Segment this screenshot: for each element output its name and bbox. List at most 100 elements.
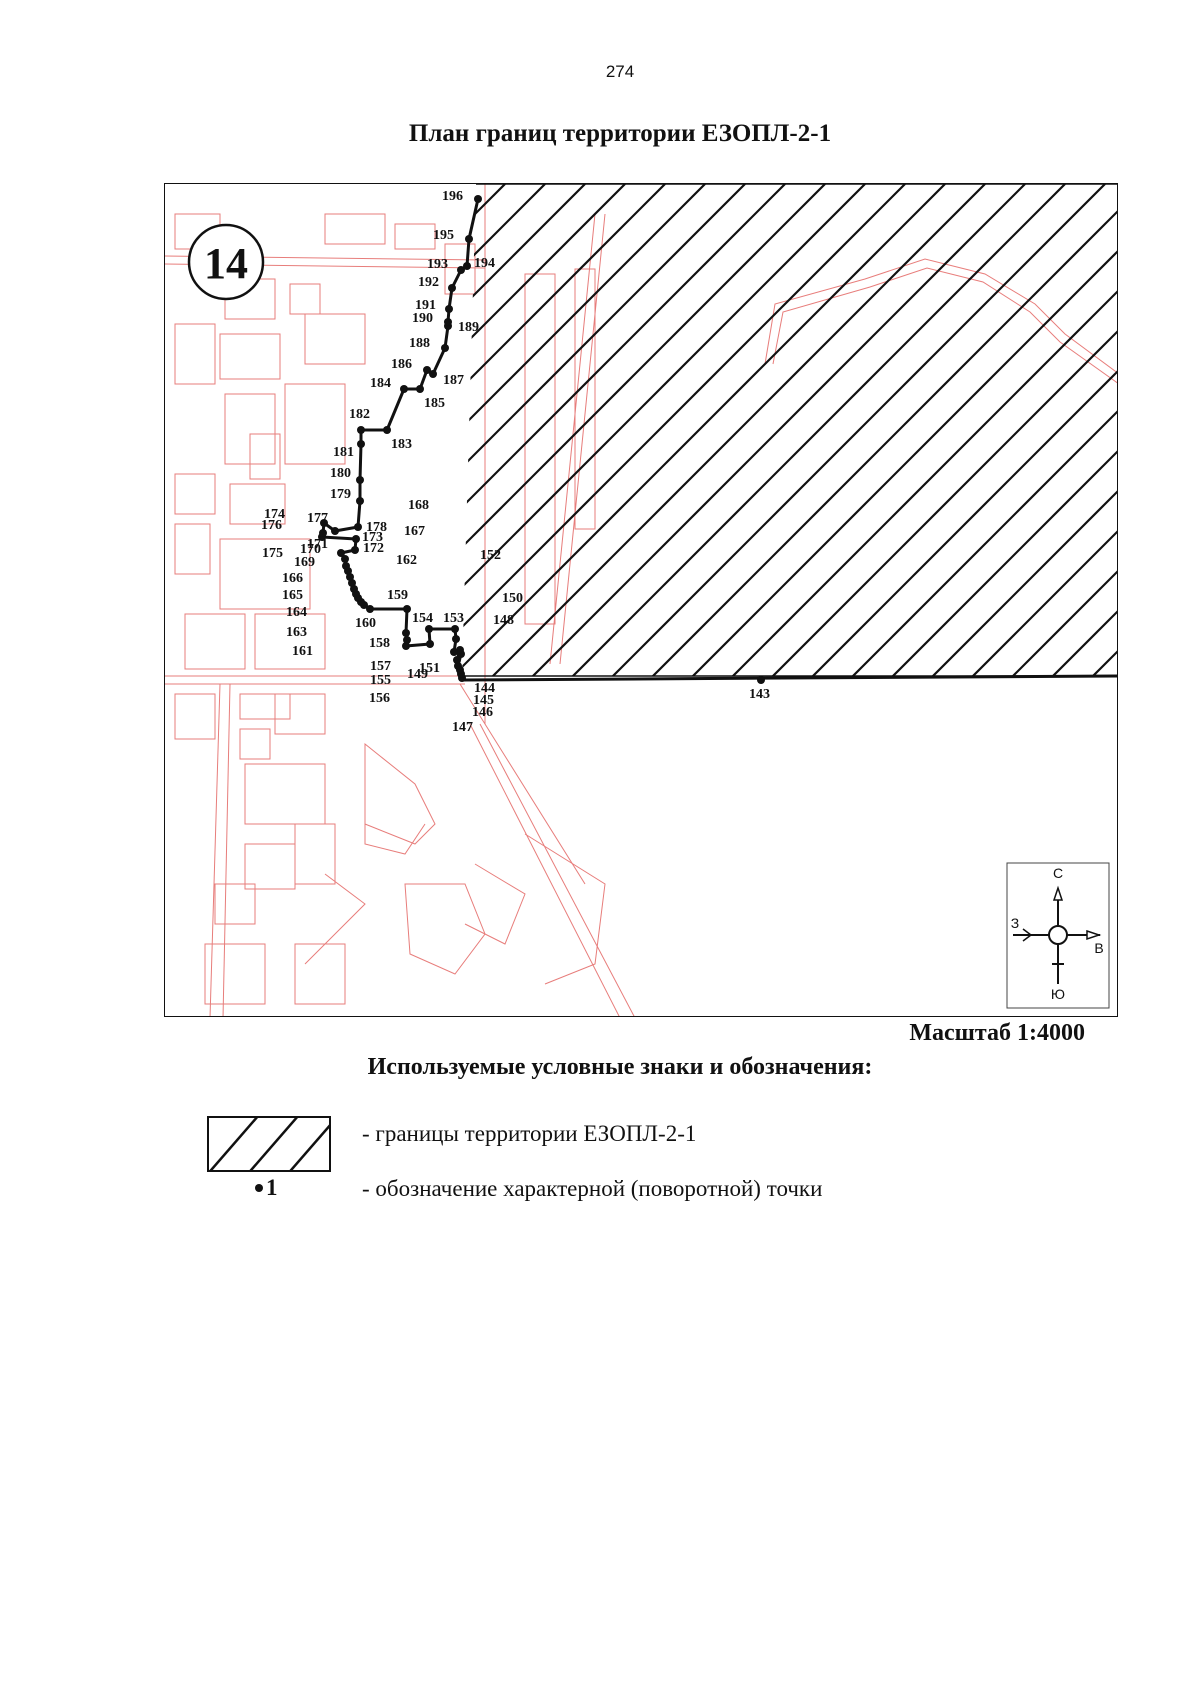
- sheet-number-badge: 14: [187, 223, 265, 301]
- point-label-192: 192: [418, 275, 439, 290]
- point-dot-icon: [255, 1184, 263, 1192]
- boundary-point-179: [356, 497, 364, 505]
- boundary-point-151: [450, 648, 458, 656]
- hatch-line: [544, 184, 1106, 676]
- boundary-point-156: [402, 642, 410, 650]
- point-label-156: 156: [369, 691, 390, 706]
- point-label-179: 179: [330, 487, 351, 502]
- boundary-point-188: [441, 344, 449, 352]
- boundary-point-152: [452, 635, 460, 643]
- hatch-line: [824, 184, 1117, 676]
- boundary-point-173: [352, 535, 360, 543]
- point-label-178: 178: [366, 520, 387, 535]
- boundary-points: [318, 195, 765, 684]
- point-label-157: 157: [370, 659, 391, 674]
- boundary-point-170: [341, 555, 349, 563]
- boundary-point-149: [453, 656, 461, 664]
- point-label-162: 162: [396, 553, 417, 568]
- point-label-155: 155: [370, 673, 391, 688]
- boundary-point-194: [463, 262, 471, 270]
- boundary-point-187: [429, 370, 437, 378]
- point-label-184: 184: [370, 376, 391, 391]
- point-label-147: 147: [452, 720, 473, 735]
- point-label-151: 151: [419, 661, 440, 676]
- territory-hatch: [462, 184, 1117, 676]
- hatch-line: [784, 184, 1117, 676]
- hatch-line: [584, 184, 1117, 676]
- point-label-169: 169: [294, 555, 315, 570]
- hatch-line: [462, 184, 586, 676]
- hatch-line: [944, 184, 1117, 676]
- point-label-153: 153: [443, 611, 464, 626]
- hatch-line: [462, 184, 626, 676]
- point-label-160: 160: [355, 616, 376, 631]
- boundary-point-185: [416, 385, 424, 393]
- point-label-185: 185: [424, 396, 445, 411]
- hatch-line: [462, 184, 866, 676]
- point-label-188: 188: [409, 336, 430, 351]
- page-title: План границ территории ЕЗОПЛ-2-1: [408, 120, 832, 147]
- point-label-191: 191: [415, 298, 436, 313]
- hatch-line: [462, 184, 986, 676]
- boundary-point-169: [342, 562, 350, 570]
- compass-north: С: [1053, 865, 1063, 881]
- point-label-194: 194: [474, 256, 495, 271]
- point-label-173: 173: [362, 530, 383, 545]
- boundary-line-south: [461, 674, 1117, 682]
- hatch-line: [462, 184, 826, 676]
- legend-title: Используемые условные знаки и обозначени…: [367, 1054, 873, 1080]
- point-label-152: 152: [480, 548, 501, 563]
- compass-south: Ю: [1051, 986, 1065, 1002]
- legend-item-point: - обозначение характерной (поворотной) т…: [362, 1176, 823, 1201]
- point-label-159: 159: [387, 588, 408, 603]
- point-label-176: 176: [261, 518, 282, 533]
- point-labels: 1431441451461471481491501511521531541551…: [261, 189, 770, 735]
- hatch-line: [1104, 184, 1117, 676]
- point-label-181: 181: [333, 445, 354, 460]
- map-scale: Масштаб 1:4000: [909, 1020, 1085, 1046]
- legend-item-territory: - границы территории ЕЗОПЛ-2-1: [362, 1121, 697, 1146]
- point-label-189: 189: [458, 320, 479, 335]
- boundary-point-147: [454, 662, 462, 670]
- point-label-149: 149: [407, 667, 428, 682]
- point-label-180: 180: [330, 466, 351, 481]
- cadastral-background: [165, 184, 1117, 1016]
- boundary-point-182: [357, 426, 365, 434]
- hatch-line: [664, 184, 1117, 676]
- boundary-point-177: [331, 527, 339, 535]
- compass-rose: С Ю З В: [1006, 862, 1110, 1009]
- point-label-144: 144: [474, 681, 495, 696]
- hatch-line: [464, 184, 1026, 676]
- point-label-195: 195: [433, 228, 454, 243]
- sheet-number: 14: [204, 239, 248, 288]
- point-label-158: 158: [369, 636, 390, 651]
- boundary-point-157: [403, 636, 411, 644]
- point-label-193: 193: [427, 257, 448, 272]
- point-label-145: 145: [473, 693, 494, 708]
- boundary-point-181: [357, 440, 365, 448]
- point-label-166: 166: [282, 571, 303, 586]
- point-label-172: 172: [363, 541, 384, 556]
- boundary-point-184: [400, 385, 408, 393]
- hatch-line: [462, 184, 706, 676]
- boundary-point-190: [444, 318, 452, 326]
- hatch-line: [904, 184, 1117, 676]
- hatch-line: [864, 184, 1117, 676]
- boundary-point-178: [354, 523, 362, 531]
- boundary-point-158: [402, 629, 410, 637]
- hatch-line: [462, 184, 666, 676]
- boundary-point-192: [448, 284, 456, 292]
- point-label-165: 165: [282, 588, 303, 603]
- boundary-point-183: [383, 426, 391, 434]
- point-label-175: 175: [262, 546, 283, 561]
- boundary-point-159: [403, 605, 411, 613]
- legend-hatch-symbol: [207, 1116, 331, 1172]
- point-label-164: 164: [286, 605, 307, 620]
- point-label-170: 170: [300, 542, 321, 557]
- point-label-183: 183: [391, 437, 412, 452]
- point-label-146: 146: [472, 705, 493, 720]
- boundary-point-154: [425, 625, 433, 633]
- compass-east: В: [1094, 940, 1103, 956]
- boundary-point-174: [320, 519, 328, 527]
